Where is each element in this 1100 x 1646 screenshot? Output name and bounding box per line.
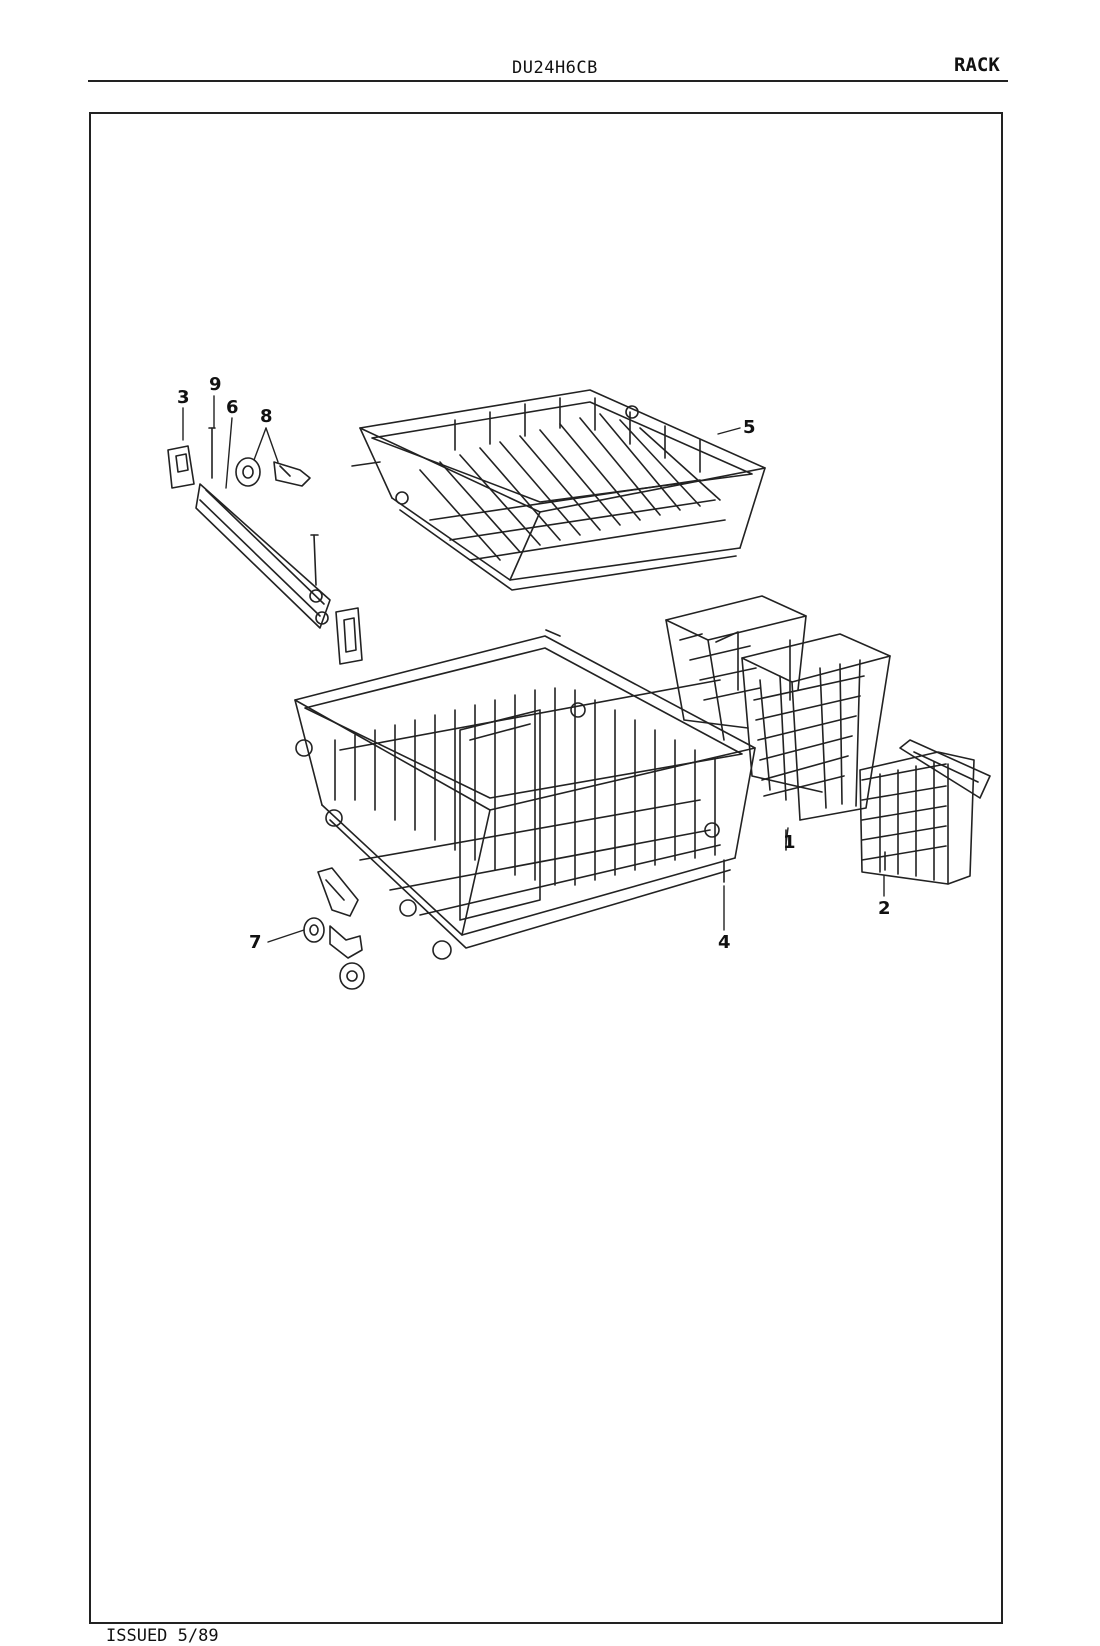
callout-8: 8 <box>260 406 273 427</box>
callout-5: 5 <box>743 417 756 438</box>
issued-date: ISSUED 5/89 <box>106 1626 219 1646</box>
callout-3: 3 <box>177 387 190 408</box>
callout-6: 6 <box>226 397 239 418</box>
roller-parts-drawing <box>303 867 365 990</box>
exploded-parts-diagram: 3 9 6 8 5 1 2 4 7 <box>167 374 991 990</box>
upper-rack-drawing <box>351 389 766 591</box>
lower-rack-drawing <box>294 629 756 960</box>
callout-leaders <box>182 395 885 943</box>
section-title: RACK <box>954 54 1000 76</box>
cutlery-basket-drawing <box>665 595 891 851</box>
callout-4: 4 <box>718 932 731 953</box>
callout-9: 9 <box>209 374 222 395</box>
rail-assembly-drawing <box>167 427 363 665</box>
callout-7: 7 <box>249 932 262 953</box>
callout-2: 2 <box>878 898 891 919</box>
lidded-basket-drawing <box>859 739 991 885</box>
callout-1: 1 <box>783 832 796 853</box>
model-number: DU24H6CB <box>512 58 598 78</box>
header-rule <box>88 80 1008 82</box>
